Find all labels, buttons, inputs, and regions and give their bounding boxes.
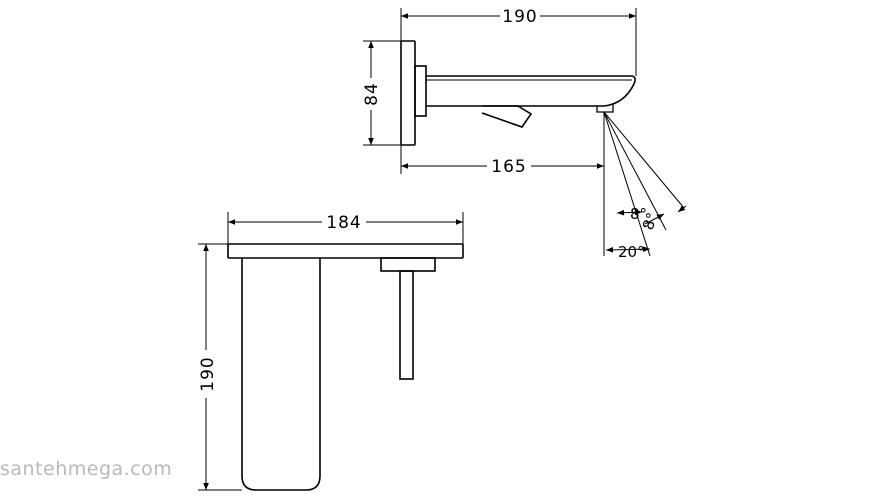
- side-view: [400, 40, 636, 146]
- dim-190-front-label: 190: [198, 356, 218, 391]
- lever: [481, 105, 533, 128]
- dim-84: 84: [362, 41, 382, 145]
- top-plate: [227, 243, 464, 259]
- dim-190-top-label: 190: [502, 7, 537, 27]
- watermark: santehmega.com: [0, 458, 173, 480]
- dim-190-top: 190: [401, 7, 636, 27]
- angle-8-first: 8°: [630, 205, 647, 223]
- dim-165: 165: [401, 157, 604, 177]
- handle-stem: [399, 270, 414, 380]
- angle-8-second: 8°: [639, 210, 662, 232]
- dim-84-label: 84: [362, 82, 382, 106]
- dim-165-label: 165: [491, 157, 526, 177]
- dim-184-label: 184: [326, 213, 361, 233]
- wall-plate: [400, 40, 416, 146]
- dim-190-front: 190: [198, 244, 218, 490]
- dim-184: 184: [228, 213, 463, 233]
- jet-angle-rays: [603, 111, 687, 257]
- front-view: [227, 243, 464, 491]
- aerator: [596, 103, 614, 113]
- front-spout: [241, 258, 321, 491]
- front-extension-lines: [198, 212, 464, 491]
- spout-body: [426, 75, 636, 107]
- handle-collar: [380, 257, 436, 272]
- rosette: [414, 65, 427, 117]
- side-extension-lines: [363, 8, 637, 256]
- angle-20-total: 20°: [618, 243, 645, 261]
